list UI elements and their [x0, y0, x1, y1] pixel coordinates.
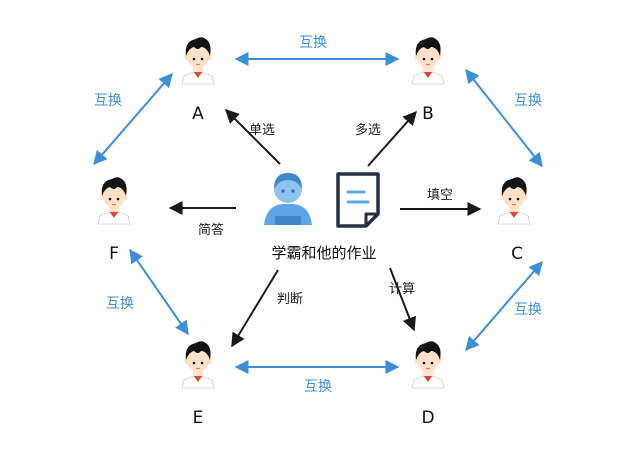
exchange-label-d-e: 互换: [304, 378, 332, 395]
boy-avatar-icon: [411, 36, 445, 85]
assign-arrow-e: [231, 269, 279, 348]
boy-avatar-icon: [497, 176, 531, 225]
question-type-label-a: 单选: [249, 123, 275, 138]
node-label-c: C: [511, 244, 523, 264]
student-node-a: A: [181, 36, 215, 124]
node-label-f: F: [109, 244, 119, 264]
assign-arrow-a: [225, 109, 281, 165]
student-node-d: D: [411, 340, 445, 428]
exchange-arrow-e-f: [129, 248, 189, 336]
node-label-e: E: [193, 408, 204, 428]
exchange-label-b-c: 互换: [514, 92, 542, 109]
exchange-arrow-c-d: [465, 260, 543, 352]
center-cluster: 学霸和他的作业: [264, 172, 380, 262]
center-title: 学霸和他的作业: [271, 244, 376, 262]
question-type-label-d: 计算: [389, 282, 415, 297]
assign-arrow-b: [367, 110, 417, 167]
assign-arrow-d: [389, 267, 416, 332]
exchange-label-c-d: 互换: [514, 301, 542, 318]
question-type-label-f: 简答: [198, 222, 224, 238]
student-node-c: C: [497, 176, 531, 264]
question-type-label-e: 判断: [277, 292, 303, 307]
student-node-e: E: [181, 340, 215, 428]
boy-avatar-icon: [181, 36, 215, 85]
question-type-label-c: 填空: [427, 188, 453, 203]
boy-avatar-icon: [411, 340, 445, 389]
document-icon: [336, 172, 380, 228]
student-node-b: B: [411, 36, 445, 124]
exchange-label-a-f: 互换: [94, 92, 122, 109]
exchange-label-e-f: 互换: [106, 295, 134, 312]
exchange-arrow-b-c: [465, 68, 543, 168]
student-avatar-icon: [264, 173, 312, 225]
node-label-a: A: [192, 104, 204, 124]
boy-avatar-icon: [97, 176, 131, 225]
node-label-d: D: [421, 408, 434, 428]
exchange-label-a-b: 互换: [299, 34, 327, 51]
node-label-b: B: [422, 104, 434, 124]
boy-avatar-icon: [181, 340, 215, 389]
student-node-f: F: [97, 176, 131, 264]
question-type-label-b: 多选: [355, 122, 381, 138]
exchange-arrow-a-f: [93, 72, 173, 166]
